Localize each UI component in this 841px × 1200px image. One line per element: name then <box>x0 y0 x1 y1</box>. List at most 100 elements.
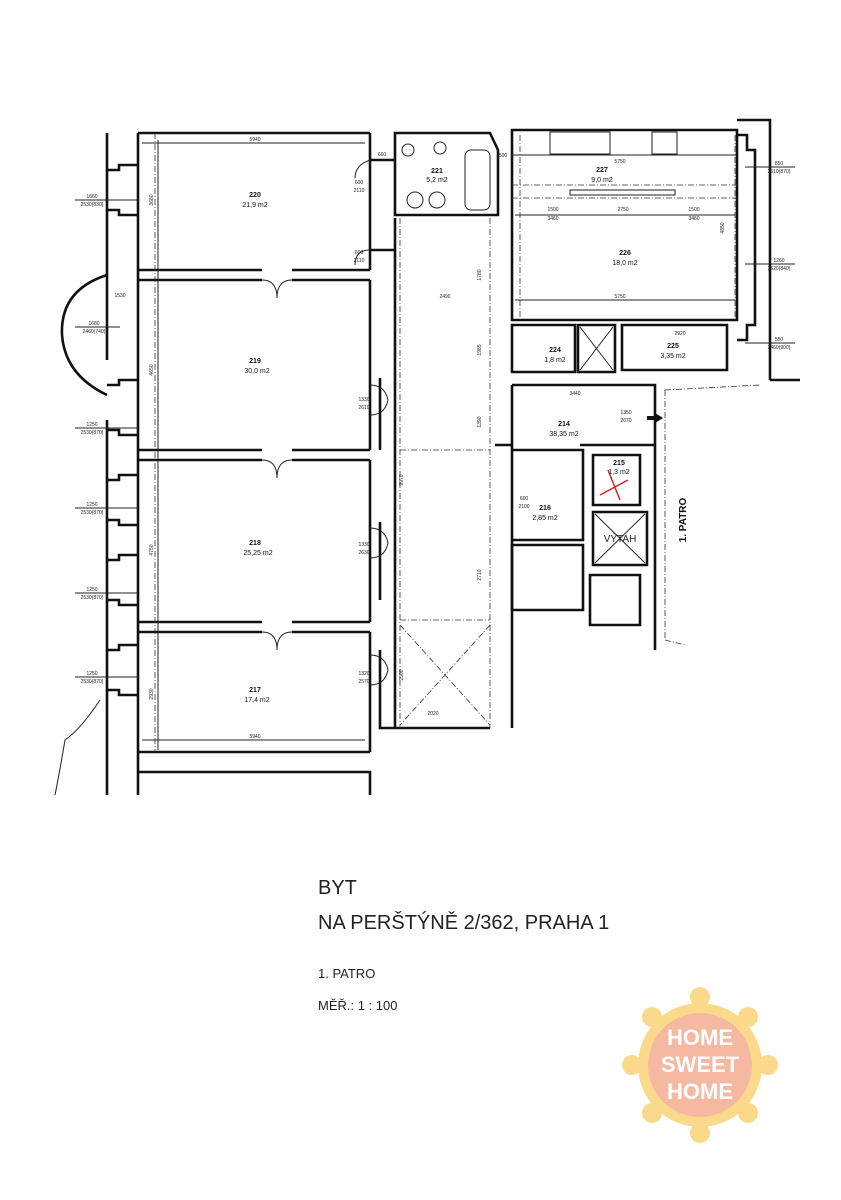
door-label: 600 2110 <box>354 250 365 264</box>
door-width: 1330 <box>358 397 369 403</box>
window-height: 2460(900) <box>768 345 791 351</box>
window-height: 2530(870) <box>81 595 104 601</box>
door-width: 600 <box>520 496 529 502</box>
dimension: 2490 <box>439 294 450 300</box>
room-area: 1,3 m2 <box>608 469 630 476</box>
dimension: 5750 <box>614 159 625 165</box>
room-number: 216 <box>539 505 551 512</box>
logo-text: HOME <box>667 1025 733 1050</box>
dimension: 2500 <box>399 669 405 680</box>
dimension: 500 <box>499 153 508 159</box>
dimension: 5940 <box>249 137 260 143</box>
door-height: 2100 <box>518 504 529 510</box>
room-number: 227 <box>596 167 608 174</box>
room-area: 3,35 m2 <box>660 353 685 360</box>
room-number: 221 <box>431 168 443 175</box>
room-area: 25,25 m2 <box>243 550 272 557</box>
dimension: 1780 <box>477 269 483 280</box>
dimension: 660 <box>378 152 387 158</box>
dimension: 3680 <box>149 194 155 205</box>
window-height: 2530(870) <box>81 510 104 516</box>
east-rooms <box>495 118 800 728</box>
window-width: 1260 <box>773 258 784 264</box>
dimension: 2920 <box>674 331 685 337</box>
floor-plan: 220 21,9 m2 219 30,0 m2 218 25,25 m2 217… <box>54 118 800 796</box>
entrance-arrow-icon <box>647 413 663 423</box>
door-height: 2110 <box>354 188 365 194</box>
door-label: 600 2100 <box>518 496 529 510</box>
room-number: 225 <box>667 343 679 350</box>
logo-text: SWEET <box>661 1052 740 1077</box>
room-labels: 220 21,9 m2 219 30,0 m2 218 25,25 m2 217… <box>242 167 689 704</box>
west-rooms <box>138 131 491 795</box>
dimension: 2710 <box>477 569 483 580</box>
floor: 1. PATRO <box>318 966 376 981</box>
door-width: 600 <box>355 250 364 256</box>
dimension: 1985 <box>477 344 483 355</box>
bathroom-221-outline <box>393 131 500 217</box>
door-width: 1330 <box>358 542 369 548</box>
room-area: 5,2 m2 <box>426 177 448 184</box>
dimension: 4850 <box>720 222 726 233</box>
room-number: 220 <box>249 192 261 199</box>
window-width: 1680 <box>88 321 99 327</box>
room-area: 38,35 m2 <box>549 431 578 438</box>
door-label: 1350 2670 <box>620 410 631 424</box>
plan-type: BYT <box>318 877 357 899</box>
dimension-labels: 5940 3680 4650 4750 2930 5940 2490 5750 … <box>114 137 726 740</box>
dimension: 9970 <box>399 474 405 485</box>
window-width: 850 <box>775 161 784 167</box>
dimension: 5750 <box>614 294 625 300</box>
door-height: 2670 <box>620 418 631 424</box>
dimension: 4750 <box>149 544 155 555</box>
window-width: 1250 <box>86 587 97 593</box>
room-area: 2,85 m2 <box>532 515 557 522</box>
door-width: 1320 <box>358 671 369 677</box>
logo-circle <box>648 1013 752 1117</box>
logo-text: HOME <box>667 1079 733 1104</box>
dimension: 2020 <box>427 711 438 717</box>
dimension: 4650 <box>149 364 155 375</box>
window-label: 1260 2620(840) <box>745 258 795 272</box>
address: NA PERŠTÝNĚ 2/362, PRAHA 1 <box>318 912 610 934</box>
dimension: 1500 <box>688 207 699 213</box>
room-number: 217 <box>249 687 261 694</box>
room-area: 21,9 m2 <box>242 202 267 209</box>
door-height: 2110 <box>354 258 365 264</box>
dimension: 3440 <box>569 391 580 397</box>
door-label: 1330 2630 <box>358 542 369 556</box>
window-label: 1250 2530(870) <box>75 587 138 601</box>
door-width: 600 <box>355 180 364 186</box>
door-width: 1350 <box>620 410 631 416</box>
room-area: 18,0 m2 <box>612 260 637 267</box>
elevator-label: VÝTAH <box>604 532 637 545</box>
room-area: 17,4 m2 <box>244 697 269 704</box>
room-number: 218 <box>249 540 261 547</box>
dimension: 1500 <box>547 207 558 213</box>
room-area: 9,0 m2 <box>591 177 613 184</box>
room-number: 215 <box>613 460 625 467</box>
dimension: 5940 <box>249 734 260 740</box>
scale: MĚŘ.: 1 : 100 <box>318 998 398 1013</box>
door-label: 1330 2610 <box>358 397 369 411</box>
door-height: 2610 <box>358 405 369 411</box>
door-height: 2630 <box>358 550 369 556</box>
dimension: 2750 <box>617 207 628 213</box>
window-width: 1660 <box>86 194 97 200</box>
room-number: 219 <box>249 358 261 365</box>
floor-label-vertical: 1. PATRO <box>678 497 689 542</box>
window-height: 2620(840) <box>768 266 791 272</box>
dimension: 3460 <box>547 216 558 222</box>
home-sweet-home-logo: HOME SWEET HOME <box>622 987 778 1143</box>
room-area: 1,8 m2 <box>544 357 566 364</box>
window-width: 1250 <box>86 422 97 428</box>
